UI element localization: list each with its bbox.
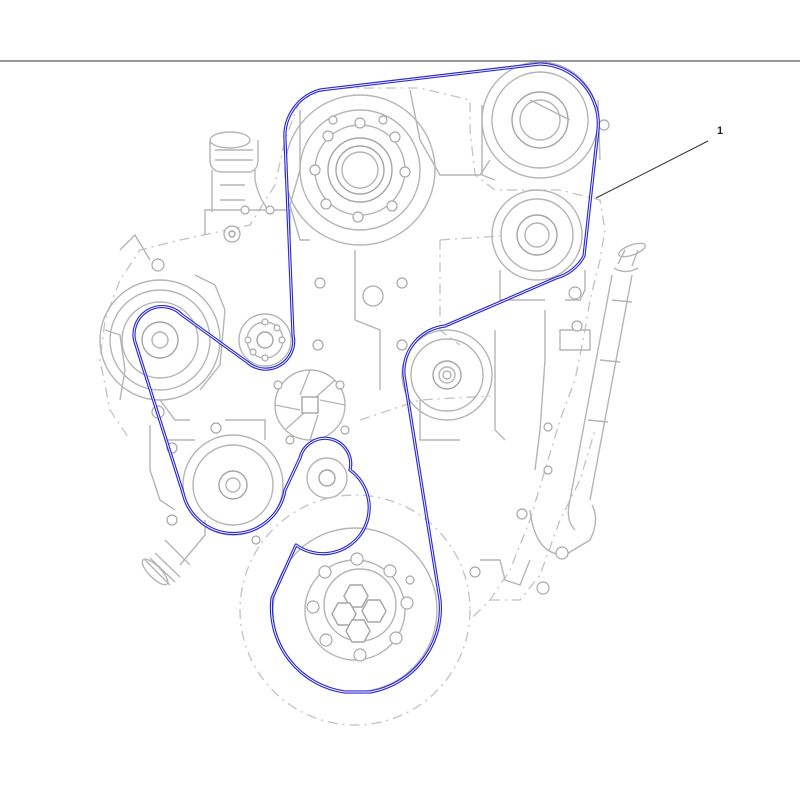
oil-filler-tube-right <box>516 242 646 560</box>
fan-drive-pulley <box>284 94 436 246</box>
front-cover-outline <box>99 87 606 621</box>
cover-bolts <box>251 277 553 595</box>
callout-label: 1 <box>717 125 723 137</box>
water-outlet-pipe <box>141 520 206 586</box>
lower-idler-pulley <box>401 329 493 421</box>
water-pump-impeller <box>273 369 350 445</box>
belt-tensioner-pulley <box>481 61 610 181</box>
idler-pulley <box>491 189 583 300</box>
small-belt-idler <box>306 457 348 499</box>
callout-leader-line <box>595 140 709 199</box>
alternator-pulley <box>99 258 226 419</box>
drive-belt[interactable] <box>132 62 600 694</box>
small-idler-gear <box>238 313 292 367</box>
oil-filler-tube <box>209 131 275 243</box>
callout-belt: 1 <box>595 125 723 199</box>
